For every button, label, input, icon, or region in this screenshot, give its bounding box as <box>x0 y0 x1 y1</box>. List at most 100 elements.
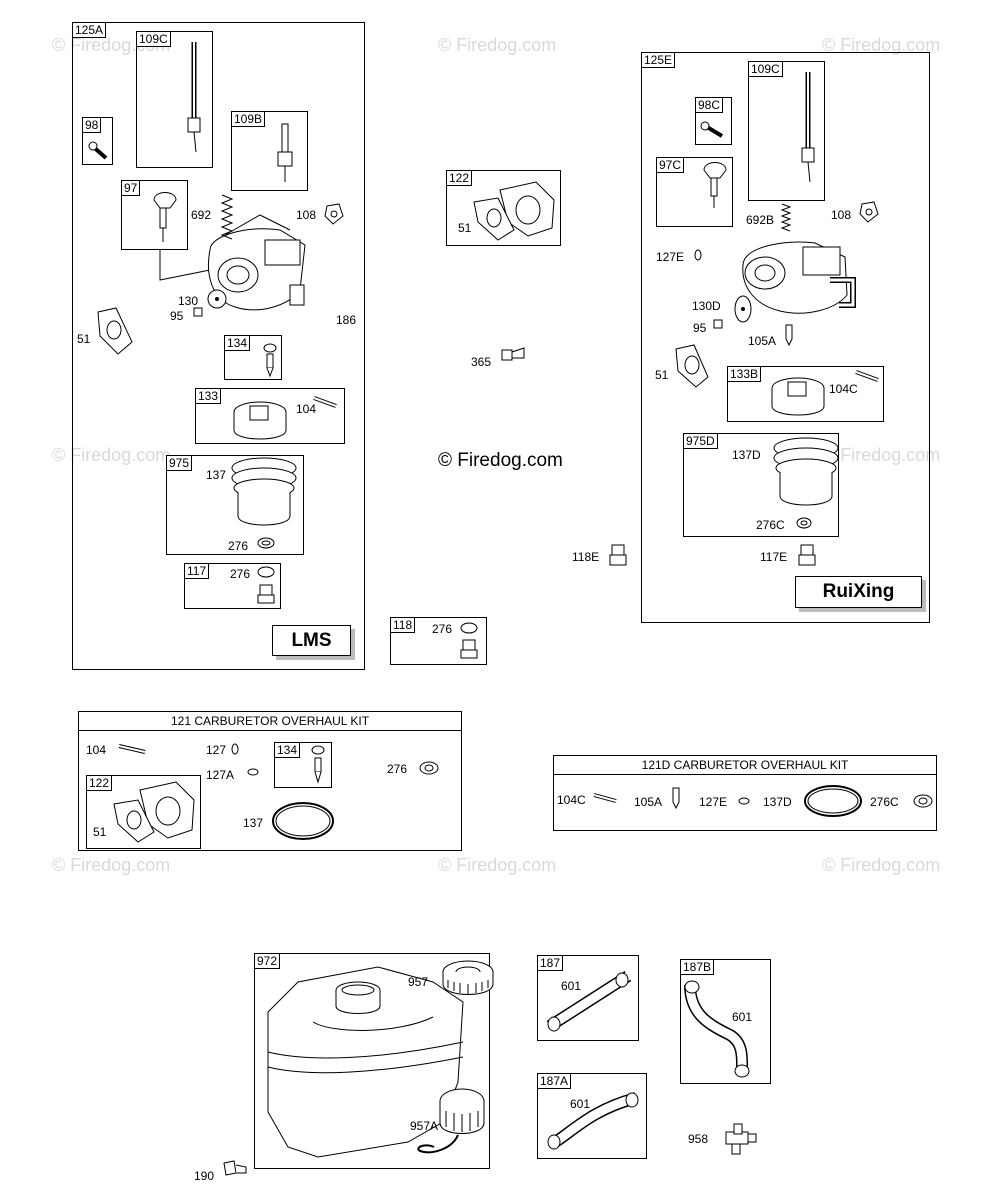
sub-133b-frame <box>727 366 884 422</box>
sub-187a-frame <box>537 1073 647 1159</box>
sub-118-tag: 118 <box>390 617 416 633</box>
part-601-label: 601 <box>570 1097 591 1111</box>
sub-134-tag: 134 <box>274 742 301 758</box>
part-51-label: 51 <box>655 368 669 382</box>
carburetor-body-icon <box>150 195 320 325</box>
part-127e-label: 127E <box>699 795 728 809</box>
jet-118-icon <box>458 620 480 662</box>
part-276c-label: 276C <box>756 518 785 532</box>
fuel-pump-975d-icon <box>770 436 842 508</box>
part-601-label: 601 <box>561 979 582 993</box>
jet-118e-icon <box>608 543 628 567</box>
float-bowl-screw-109c-icon <box>178 40 208 160</box>
sub-109c-frame <box>136 31 213 168</box>
watermark: © Firedog.com <box>52 445 171 465</box>
float-133b-icon <box>770 368 882 420</box>
group-125e-tag: 125E <box>641 52 676 68</box>
float-bowl-screw-109c-icon <box>792 70 822 190</box>
jet-117e-icon <box>797 543 817 567</box>
gasket-108-icon <box>858 200 880 224</box>
plug-127-icon <box>230 742 240 756</box>
part-127a-label: 127A <box>206 768 235 782</box>
jet-117-icon <box>256 565 276 607</box>
sub-975-frame <box>166 455 304 555</box>
part-127e-label: 127E <box>656 250 685 264</box>
part-51-label: 51 <box>77 332 91 346</box>
part-118e-label: 118E <box>572 550 600 564</box>
part-130-label: 130 <box>178 294 199 308</box>
part-105a-label: 105A <box>634 795 663 809</box>
sub-109c-frame <box>748 61 825 201</box>
pin-104c-icon <box>592 791 620 805</box>
needle-134-icon <box>262 340 278 378</box>
part-276-label: 276 <box>228 539 249 553</box>
part-108-label: 108 <box>831 208 852 222</box>
part-186-label: 186 <box>336 313 357 327</box>
part-692b-label: 692B <box>746 213 775 227</box>
screw-109b-icon <box>272 122 298 186</box>
diaphragm-130d-icon <box>732 294 754 324</box>
kit-121-frame: 121 CARBURETOR OVERHAUL KIT <box>78 711 462 851</box>
sub-97-tag: 97 <box>121 180 141 196</box>
sub-972-tag: 972 <box>254 953 281 969</box>
screw-98c-icon <box>700 120 726 142</box>
watermark: © Firedog.com <box>822 35 941 55</box>
kit-121d-title: 121D CARBURETOR OVERHAUL KIT <box>554 756 936 775</box>
sub-975d-tag: 975D <box>683 433 718 449</box>
part-117e-label: 117E <box>760 550 788 564</box>
sub-122-frame <box>86 775 201 849</box>
washer-276c-icon <box>912 793 934 809</box>
part-137-label: 137 <box>206 468 227 482</box>
sub-133-tag: 133 <box>195 388 222 404</box>
sub-109c-tag: 109C <box>748 61 783 77</box>
gasket-51-icon <box>94 306 136 356</box>
part-127-label: 127 <box>206 743 227 757</box>
needle-134-icon <box>310 742 326 784</box>
sub-134-frame <box>224 335 282 380</box>
part-130d-label: 130D <box>692 299 721 313</box>
sub-187a-tag: 187A <box>537 1073 572 1089</box>
part-276c-label: 276C <box>870 795 899 809</box>
sub-109c-tag: 109C <box>136 31 171 47</box>
sub-98c-tag: 98C <box>695 97 724 113</box>
group-125a-tag: 125A <box>72 22 107 38</box>
sub-187b-tag: 187B <box>680 959 715 975</box>
part-276-label: 276 <box>432 622 453 636</box>
group-125e-frame <box>641 52 930 623</box>
part-137-label: 137 <box>243 816 264 830</box>
center-watermark: © Firedog.com <box>438 450 563 471</box>
part-108-label: 108 <box>296 208 317 222</box>
sub-97c-frame <box>656 157 733 227</box>
watermark: © Firedog.com <box>438 855 557 875</box>
float-97c-icon <box>700 160 730 212</box>
sub-117-tag: 117 <box>184 563 210 579</box>
fuel-line-187b-icon <box>680 975 770 1081</box>
part-104c-label: 104C <box>557 793 586 807</box>
watermark: © Firedog.com <box>438 35 557 55</box>
kit-121-title: 121 CARBURETOR OVERHAUL KIT <box>79 712 461 731</box>
part-957-label: 957 <box>408 975 429 989</box>
sub-122-tag: 122 <box>446 170 473 186</box>
part-104-label: 104 <box>86 743 107 757</box>
screw-95-icon <box>712 318 724 330</box>
washer-276-icon <box>256 536 276 550</box>
sub-109b-frame <box>231 111 308 191</box>
part-276-label: 276 <box>230 567 251 581</box>
kit-121d-frame: 121D CARBURETOR OVERHAUL KIT <box>553 755 937 831</box>
part-190-label: 190 <box>194 1169 215 1183</box>
plug-127a-icon <box>246 767 260 777</box>
screw-190-icon <box>222 1159 248 1181</box>
sub-134-tag: 134 <box>224 335 251 351</box>
screw-95-icon <box>192 306 204 318</box>
fuel-pump-975-icon <box>228 456 300 528</box>
part-51-label: 51 <box>458 221 472 235</box>
sub-187-frame <box>537 955 639 1041</box>
sub-134-frame <box>274 742 332 788</box>
gasket-108-icon <box>323 202 345 226</box>
gasket-122-icon <box>468 178 558 244</box>
sub-187-tag: 187 <box>537 955 564 971</box>
fuel-tank-icon <box>258 962 488 1167</box>
gasket-51-icon <box>672 343 712 389</box>
part-104c-label: 104C <box>829 382 858 396</box>
fuel-line-187-icon <box>540 968 636 1038</box>
